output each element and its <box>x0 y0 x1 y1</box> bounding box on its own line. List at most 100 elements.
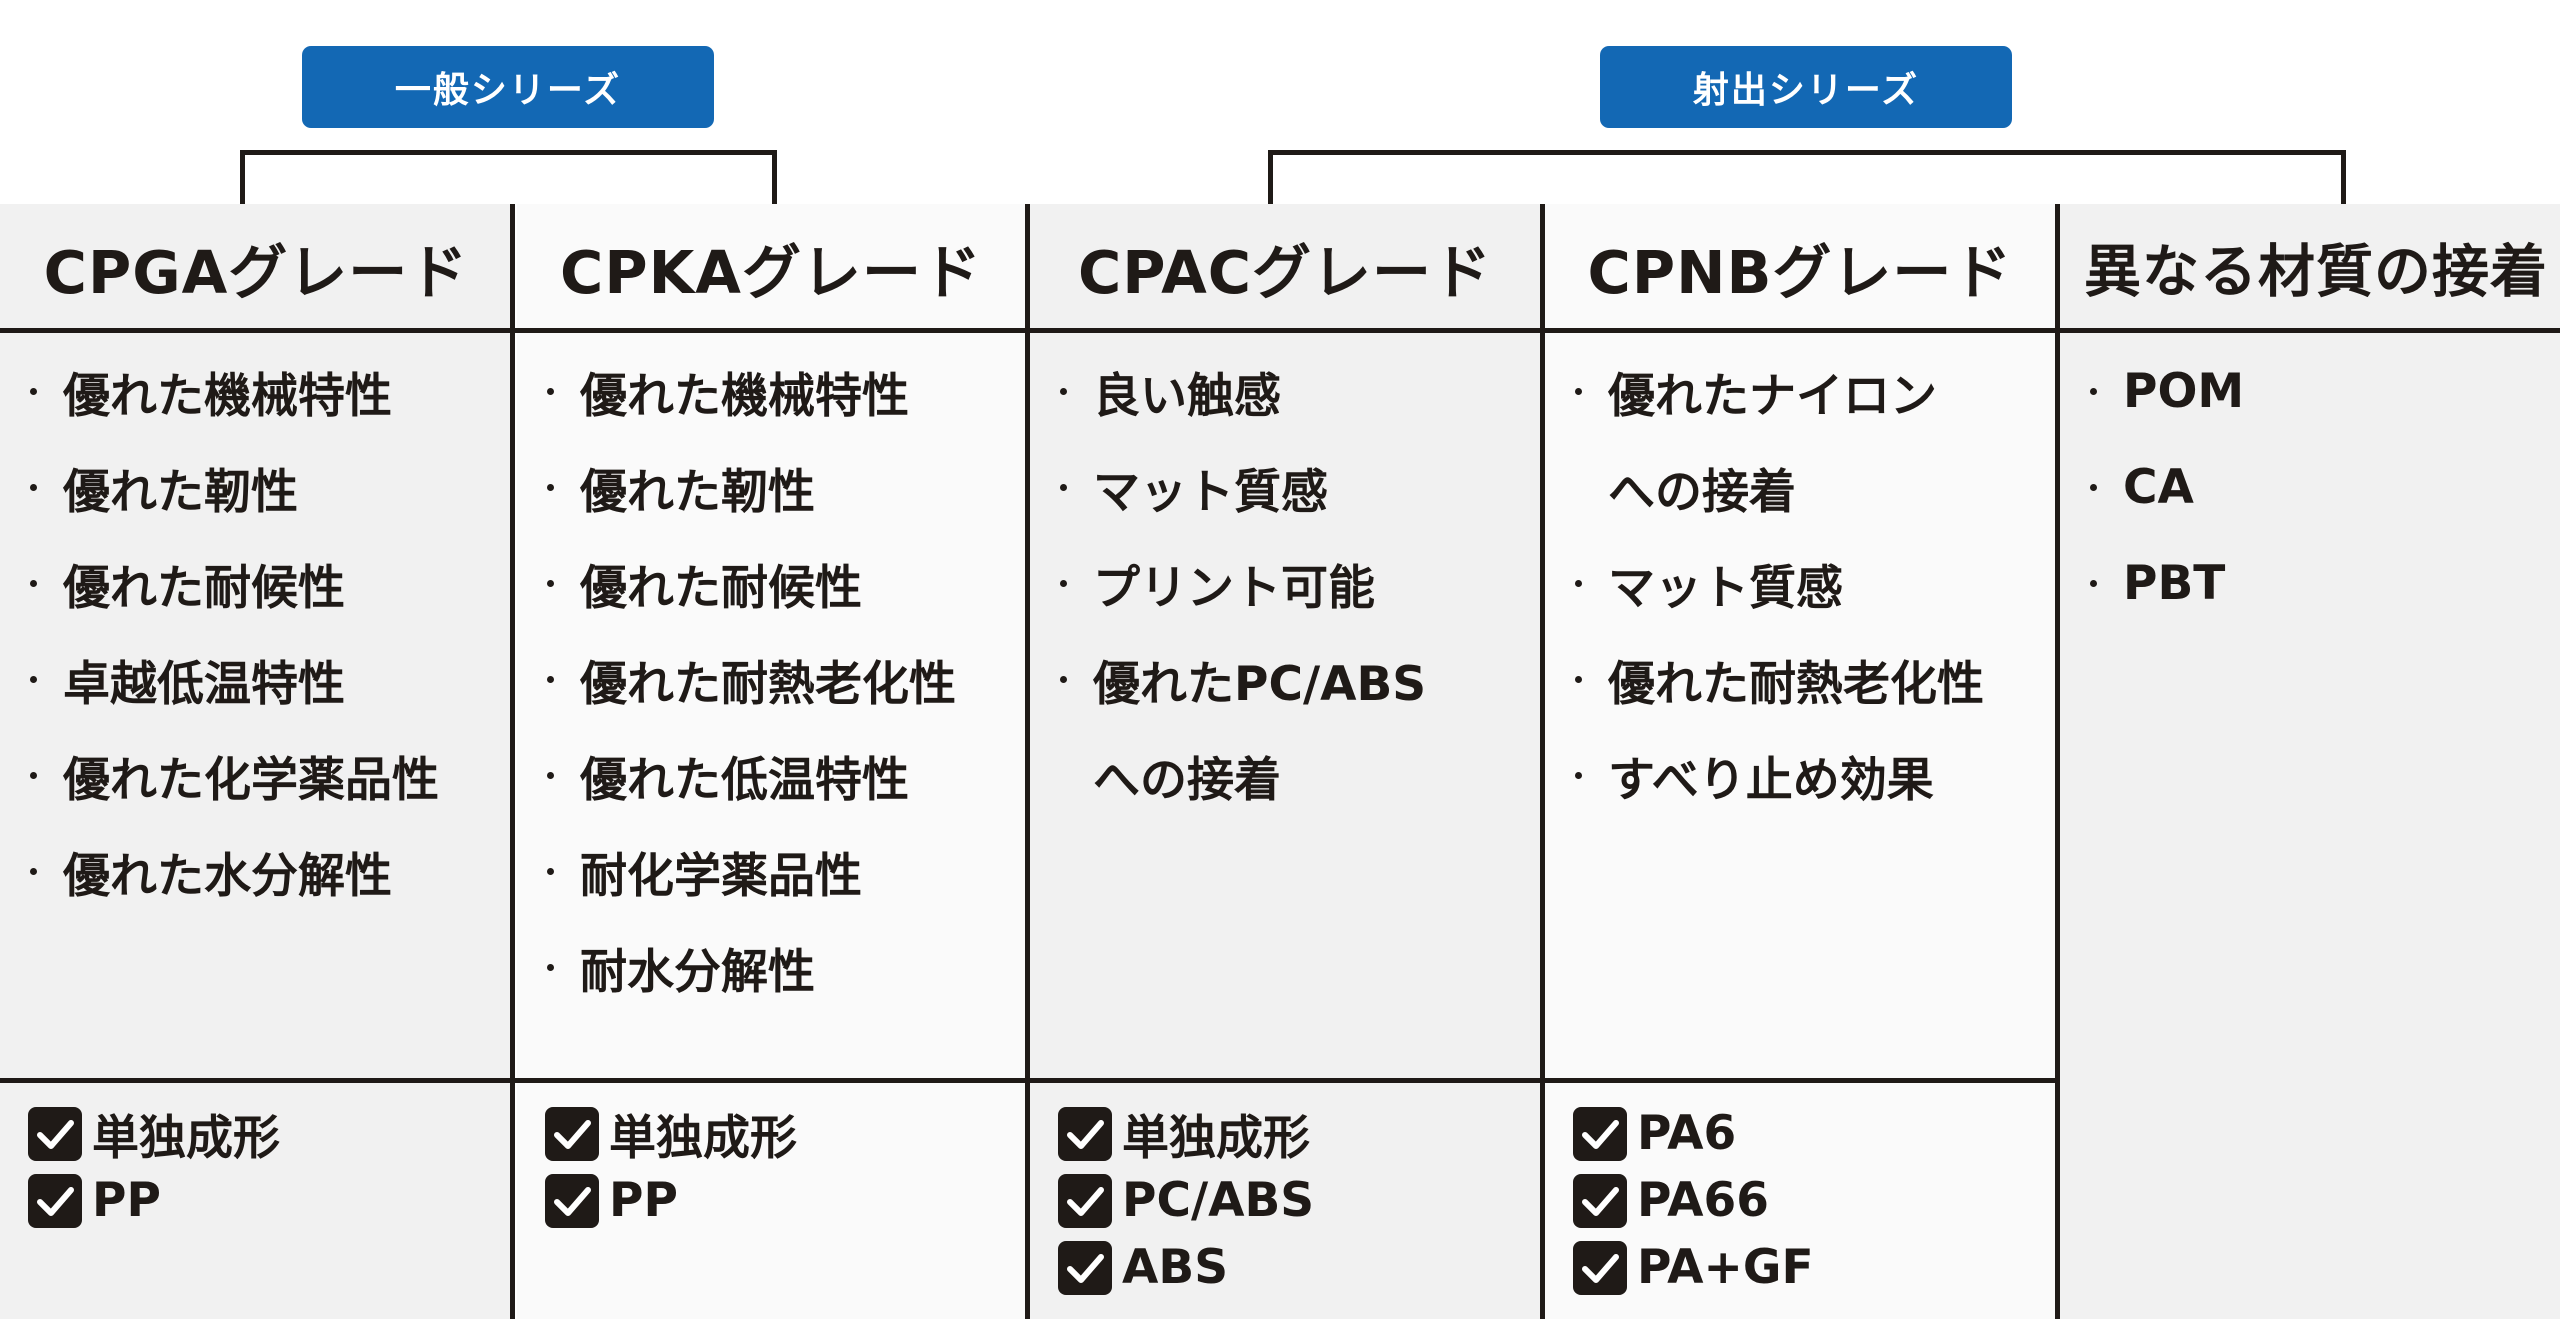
checkbox-checked-icon <box>1058 1240 1112 1295</box>
bullet-dot-icon <box>2090 387 2097 395</box>
feature-text: 優れたPC/ABS <box>1093 656 1427 712</box>
list-item: 優れたナイロン <box>1575 343 1984 439</box>
checkbox-checked-icon <box>1573 1106 1627 1161</box>
list-item: 単独成形 <box>1058 1100 1314 1167</box>
feature-text: 優れた低温特性 <box>580 752 909 808</box>
bullet-spacer <box>1060 772 1067 779</box>
list-item: 優れた靭性 <box>30 439 439 535</box>
list-item: 耐水分解性 <box>547 919 956 1015</box>
bullet-dot-icon <box>547 579 554 587</box>
list-item: PA+GF <box>1573 1234 1814 1301</box>
checkbox-checked-icon <box>1573 1240 1627 1295</box>
list-item: 耐化学薬品性 <box>547 823 956 919</box>
check-list: 単独成形 PC/ABS ABS <box>1058 1100 1314 1301</box>
feature-list: 優れた機械特性 優れた靭性 優れた耐候性 優れた耐熱老化性 優れた低温特性 耐化… <box>547 343 956 1015</box>
list-item: 卓越低温特性 <box>30 631 439 727</box>
column-title: 異なる材質の接着 <box>2084 239 2548 305</box>
bracket-general <box>240 150 777 204</box>
list-item: への接着 <box>1575 439 1984 535</box>
bullet-dot-icon <box>1575 579 1582 587</box>
list-item: 優れた機械特性 <box>547 343 956 439</box>
list-item: 優れた機械特性 <box>30 343 439 439</box>
bullet-dot-icon <box>2090 579 2097 587</box>
header-divider <box>0 328 2560 333</box>
column-title: CPNBグレード <box>1587 237 2013 307</box>
bullet-dot-icon <box>1060 675 1067 683</box>
feature-text: 優れた化学薬品性 <box>63 752 439 808</box>
bullet-dot-icon <box>30 675 37 683</box>
feature-text: PBT <box>2123 555 2226 611</box>
bullet-dot-icon <box>2090 483 2097 491</box>
list-item: 優れた耐候性 <box>30 535 439 631</box>
check-text: ABS <box>1122 1240 1229 1295</box>
check-text: 単独成形 <box>92 1111 280 1166</box>
bullet-dot-icon <box>1060 483 1067 491</box>
feature-text: 優れた機械特性 <box>63 368 392 424</box>
bullet-dot-icon <box>30 387 37 395</box>
list-item: への接着 <box>1060 727 1426 823</box>
feature-text: 良い触感 <box>1093 368 1281 424</box>
bullet-dot-icon <box>547 675 554 683</box>
check-text: PA66 <box>1637 1173 1769 1228</box>
check-text: PP <box>92 1173 161 1228</box>
list-item: PC/ABS <box>1058 1167 1314 1234</box>
check-text: PA6 <box>1637 1106 1737 1161</box>
bullet-dot-icon <box>1575 675 1582 683</box>
list-item: 優れた耐熱老化性 <box>1575 631 1984 727</box>
list-item: 優れた耐熱老化性 <box>547 631 956 727</box>
bullet-dot-icon <box>30 867 37 875</box>
bullet-spacer <box>1575 484 1582 491</box>
list-item: 単独成形 <box>545 1100 797 1167</box>
feature-text: 優れた機械特性 <box>580 368 909 424</box>
feature-text: への接着 <box>1608 464 1796 520</box>
bullet-dot-icon <box>547 771 554 779</box>
checkbox-checked-icon <box>28 1173 82 1228</box>
bullet-dot-icon <box>547 387 554 395</box>
feature-text: すべり止め効果 <box>1608 752 1934 808</box>
checkbox-checked-icon <box>545 1173 599 1228</box>
feature-text: 優れた水分解性 <box>63 848 392 904</box>
list-item: 優れた水分解性 <box>30 823 439 919</box>
column-cpga: CPGAグレード 優れた機械特性 優れた靭性 優れた耐候性 卓越低温特性 優れた… <box>0 204 512 1319</box>
bullet-dot-icon <box>30 483 37 491</box>
feature-list: 優れた機械特性 優れた靭性 優れた耐候性 卓越低温特性 優れた化学薬品性 優れた… <box>30 343 439 919</box>
feature-text: プリント可能 <box>1093 560 1375 616</box>
list-item: PBT <box>2090 535 2244 631</box>
feature-text: 耐水分解性 <box>580 944 815 1000</box>
column-divider <box>1540 204 1545 1319</box>
checkbox-checked-icon <box>1573 1173 1627 1228</box>
column-title: CPACグレード <box>1077 237 1493 307</box>
list-item: PA66 <box>1573 1167 1814 1234</box>
feature-text: 優れた靭性 <box>63 464 298 520</box>
check-text: 単独成形 <box>609 1111 797 1166</box>
list-item: ABS <box>1058 1234 1314 1301</box>
column-cpka: CPKAグレード 優れた機械特性 優れた靭性 優れた耐候性 優れた耐熱老化性 優… <box>517 204 1025 1319</box>
list-item: PA6 <box>1573 1100 1814 1167</box>
check-text: 単独成形 <box>1122 1111 1310 1166</box>
feature-text: 耐化学薬品性 <box>580 848 862 904</box>
checkbox-checked-icon <box>1058 1173 1112 1228</box>
feature-text: 卓越低温特性 <box>63 656 345 712</box>
check-text: PP <box>609 1173 678 1228</box>
feature-text: 優れた耐熱老化性 <box>580 656 956 712</box>
list-item: マット質感 <box>1575 535 1984 631</box>
bullet-dot-icon <box>547 867 554 875</box>
bullet-dot-icon <box>1060 387 1067 395</box>
list-item: 優れた低温特性 <box>547 727 956 823</box>
feature-text: 優れたナイロン <box>1608 368 1937 424</box>
column-cpac: CPACグレード 良い触感 マット質感 プリント可能 優れたPC/ABS への接… <box>1030 204 1540 1319</box>
feature-text: への接着 <box>1093 752 1281 808</box>
bullet-dot-icon <box>30 771 37 779</box>
check-list: PA6 PA66 PA+GF <box>1573 1100 1814 1301</box>
list-item: すべり止め効果 <box>1575 727 1984 823</box>
list-item: 良い触感 <box>1060 343 1426 439</box>
checkbox-checked-icon <box>1058 1106 1112 1161</box>
list-item: 優れた化学薬品性 <box>30 727 439 823</box>
list-item: プリント可能 <box>1060 535 1426 631</box>
feature-text: 優れた耐候性 <box>63 560 345 616</box>
list-item: 優れたPC/ABS <box>1060 631 1426 727</box>
column-dissimilar-bonding: 異なる材質の接着 POM CA PBT <box>2060 204 2560 1319</box>
list-item: CA <box>2090 439 2244 535</box>
feature-text: 優れた靭性 <box>580 464 815 520</box>
bullet-dot-icon <box>1575 387 1582 395</box>
